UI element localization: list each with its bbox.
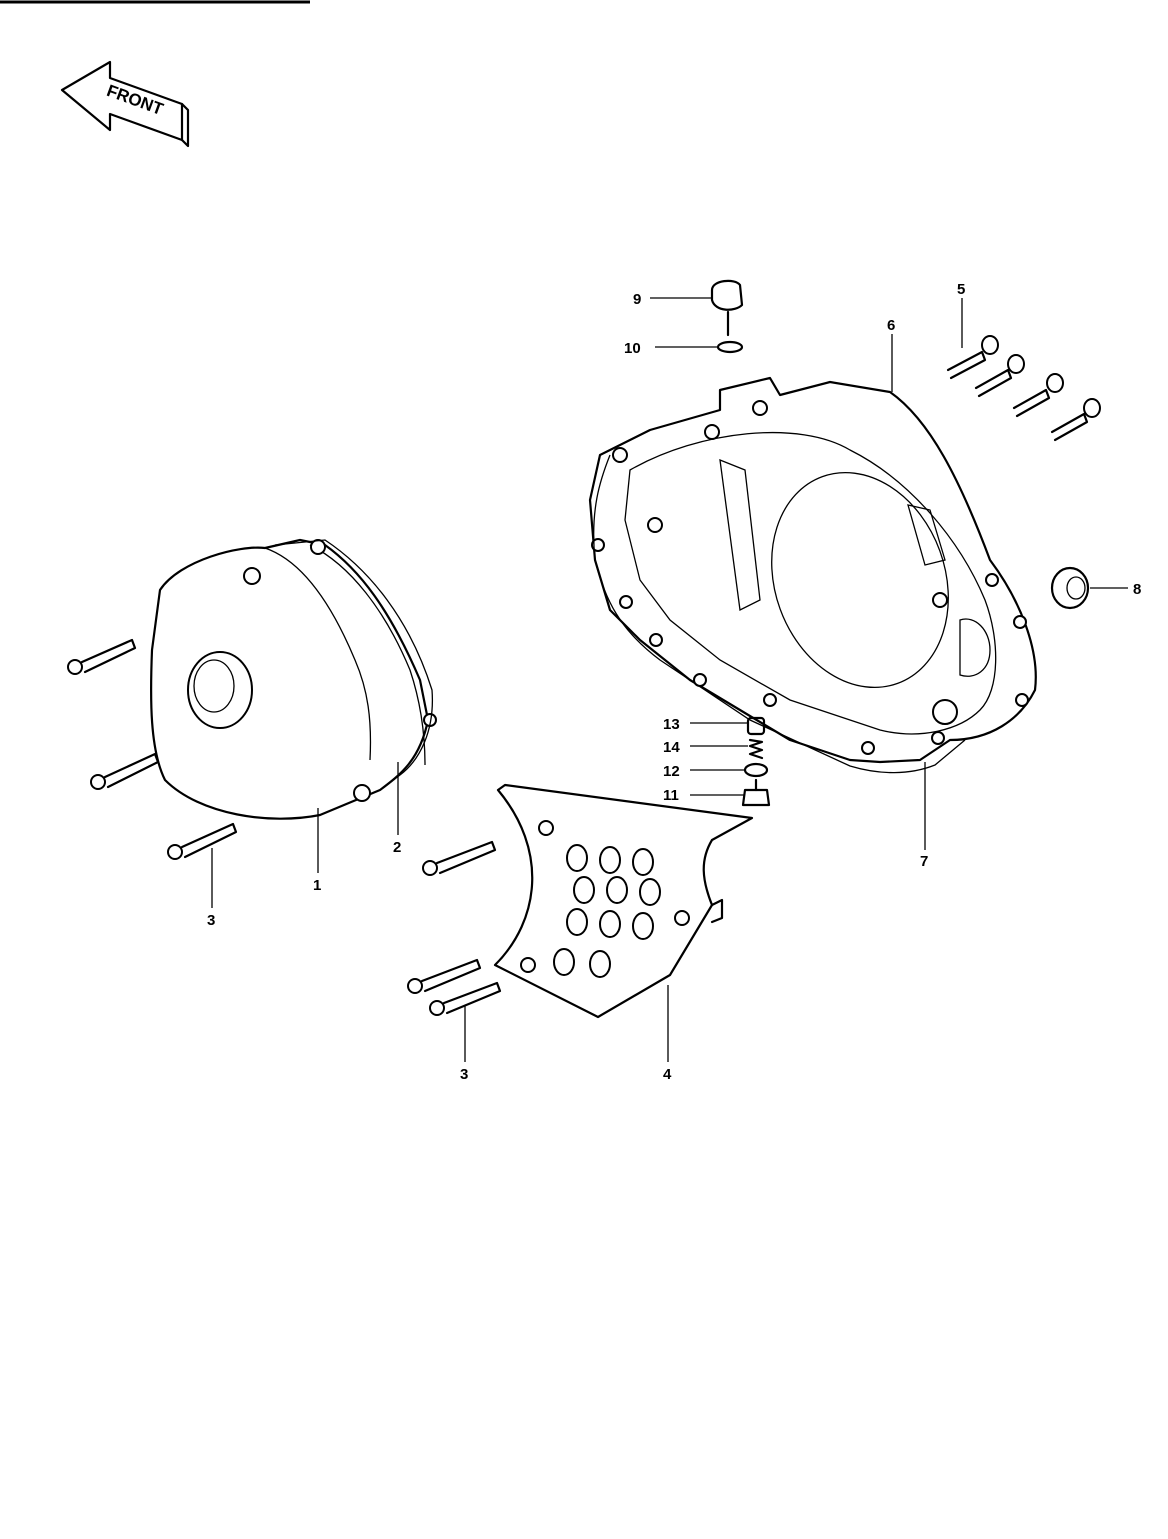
screw-cover-1 <box>946 335 999 380</box>
bolt-11 <box>741 778 771 807</box>
front-arrow-icon: FRONT <box>60 60 190 148</box>
callout-13: 13 <box>663 716 680 733</box>
callout-3-lower: 3 <box>460 1066 468 1083</box>
callout-5: 5 <box>957 281 965 298</box>
callout-14: 14 <box>663 739 680 756</box>
callout-4: 4 <box>663 1066 672 1083</box>
callout-1: 1 <box>313 877 321 894</box>
screw-guard-upper <box>422 840 497 876</box>
oil-filler-cap <box>710 279 744 337</box>
generator-cover <box>149 538 437 820</box>
screw-guard-middle <box>407 958 482 994</box>
callout-6: 6 <box>887 317 895 334</box>
spring-14 <box>748 738 764 760</box>
screw-gen-middle <box>90 752 160 790</box>
washer-12 <box>743 762 769 778</box>
screw-guard-lower <box>429 981 502 1016</box>
callout-2: 2 <box>393 839 401 856</box>
callout-11: 11 <box>663 787 679 804</box>
callout-9: 9 <box>633 291 641 308</box>
oil-seal <box>1050 566 1090 610</box>
generator-gasket <box>274 539 434 791</box>
callout-7: 7 <box>920 853 928 870</box>
callout-10: 10 <box>624 340 641 357</box>
screw-cover-4 <box>1050 398 1101 442</box>
screw-gen-upper <box>67 638 137 675</box>
screw-cover-2 <box>974 354 1025 398</box>
screw-gen-lower <box>167 822 238 860</box>
plug-13 <box>746 716 766 736</box>
o-ring <box>716 340 744 354</box>
callout-3-upper: 3 <box>207 912 215 929</box>
callout-12: 12 <box>663 763 680 780</box>
screw-cover-3 <box>1012 373 1064 418</box>
clutch-cover <box>588 376 1037 764</box>
chain-guard-plate <box>493 783 754 1019</box>
clutch-cover-gasket <box>593 454 966 774</box>
callout-8: 8 <box>1133 581 1141 598</box>
